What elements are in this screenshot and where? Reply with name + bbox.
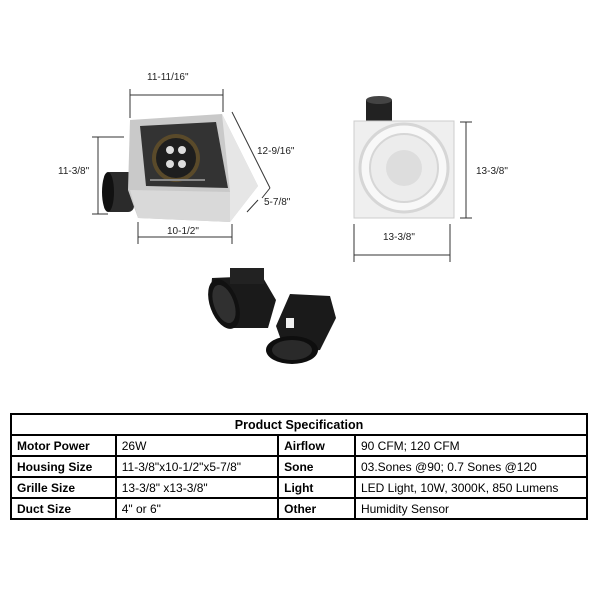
spec-value: 26W bbox=[114, 434, 280, 457]
grille-illustration bbox=[353, 96, 455, 219]
spec-value: 03.Sones @90; 0.7 Sones @120 bbox=[353, 455, 589, 478]
spec-label: Airflow bbox=[277, 434, 356, 457]
spec-label: Other bbox=[277, 497, 356, 520]
housing-illustration bbox=[102, 114, 258, 222]
dim-grille-height: 13-3/8" bbox=[476, 166, 508, 177]
table-row: Motor Power 26W Airflow 90 CFM; 120 CFM bbox=[10, 434, 589, 457]
dim-bottom-width: 10-1/2" bbox=[167, 226, 199, 237]
table-row: Grille Size 13-3/8" x13-3/8" Light LED L… bbox=[10, 476, 589, 499]
dim-height: 11-3/8" bbox=[58, 166, 90, 177]
dim-diagonal: 12-9/16" bbox=[257, 146, 295, 157]
spec-label: Grille Size bbox=[10, 476, 117, 499]
spec-label: Housing Size bbox=[10, 455, 117, 478]
spec-table: Product Specification Motor Power 26W Ai… bbox=[10, 413, 589, 520]
spec-value: 13-3/8" x13-3/8" bbox=[114, 476, 280, 499]
spec-value: 4" or 6" bbox=[114, 497, 280, 520]
housing-dimension-lines bbox=[92, 89, 271, 244]
grille-dimension-lines bbox=[353, 121, 472, 262]
spec-value: LED Light, 10W, 3000K, 850 Lumens bbox=[353, 476, 589, 499]
duct-adapter-6in bbox=[266, 294, 336, 364]
spec-value: 11-3/8"x10-1/2"x5-7/8" bbox=[114, 455, 280, 478]
dim-top-width: 11-11/16" bbox=[147, 72, 189, 83]
product-diagrams bbox=[92, 89, 472, 364]
spec-label: Duct Size bbox=[10, 497, 117, 520]
table-row: Duct Size 4" or 6" Other Humidity Sensor bbox=[10, 497, 589, 520]
table-row: Housing Size 11-3/8"x10-1/2"x5-7/8" Sone… bbox=[10, 455, 589, 478]
spec-table-title: Product Specification bbox=[10, 413, 588, 436]
duct-adapter-4in bbox=[208, 268, 276, 329]
spec-label: Motor Power bbox=[10, 434, 117, 457]
spec-label: Light bbox=[277, 476, 356, 499]
spec-value: Humidity Sensor bbox=[353, 497, 589, 520]
dim-grille-width: 13-3/8" bbox=[383, 232, 415, 243]
spec-value: 90 CFM; 120 CFM bbox=[353, 434, 589, 457]
spec-label: Sone bbox=[277, 455, 356, 478]
dim-depth: 5-7/8" bbox=[264, 197, 291, 208]
